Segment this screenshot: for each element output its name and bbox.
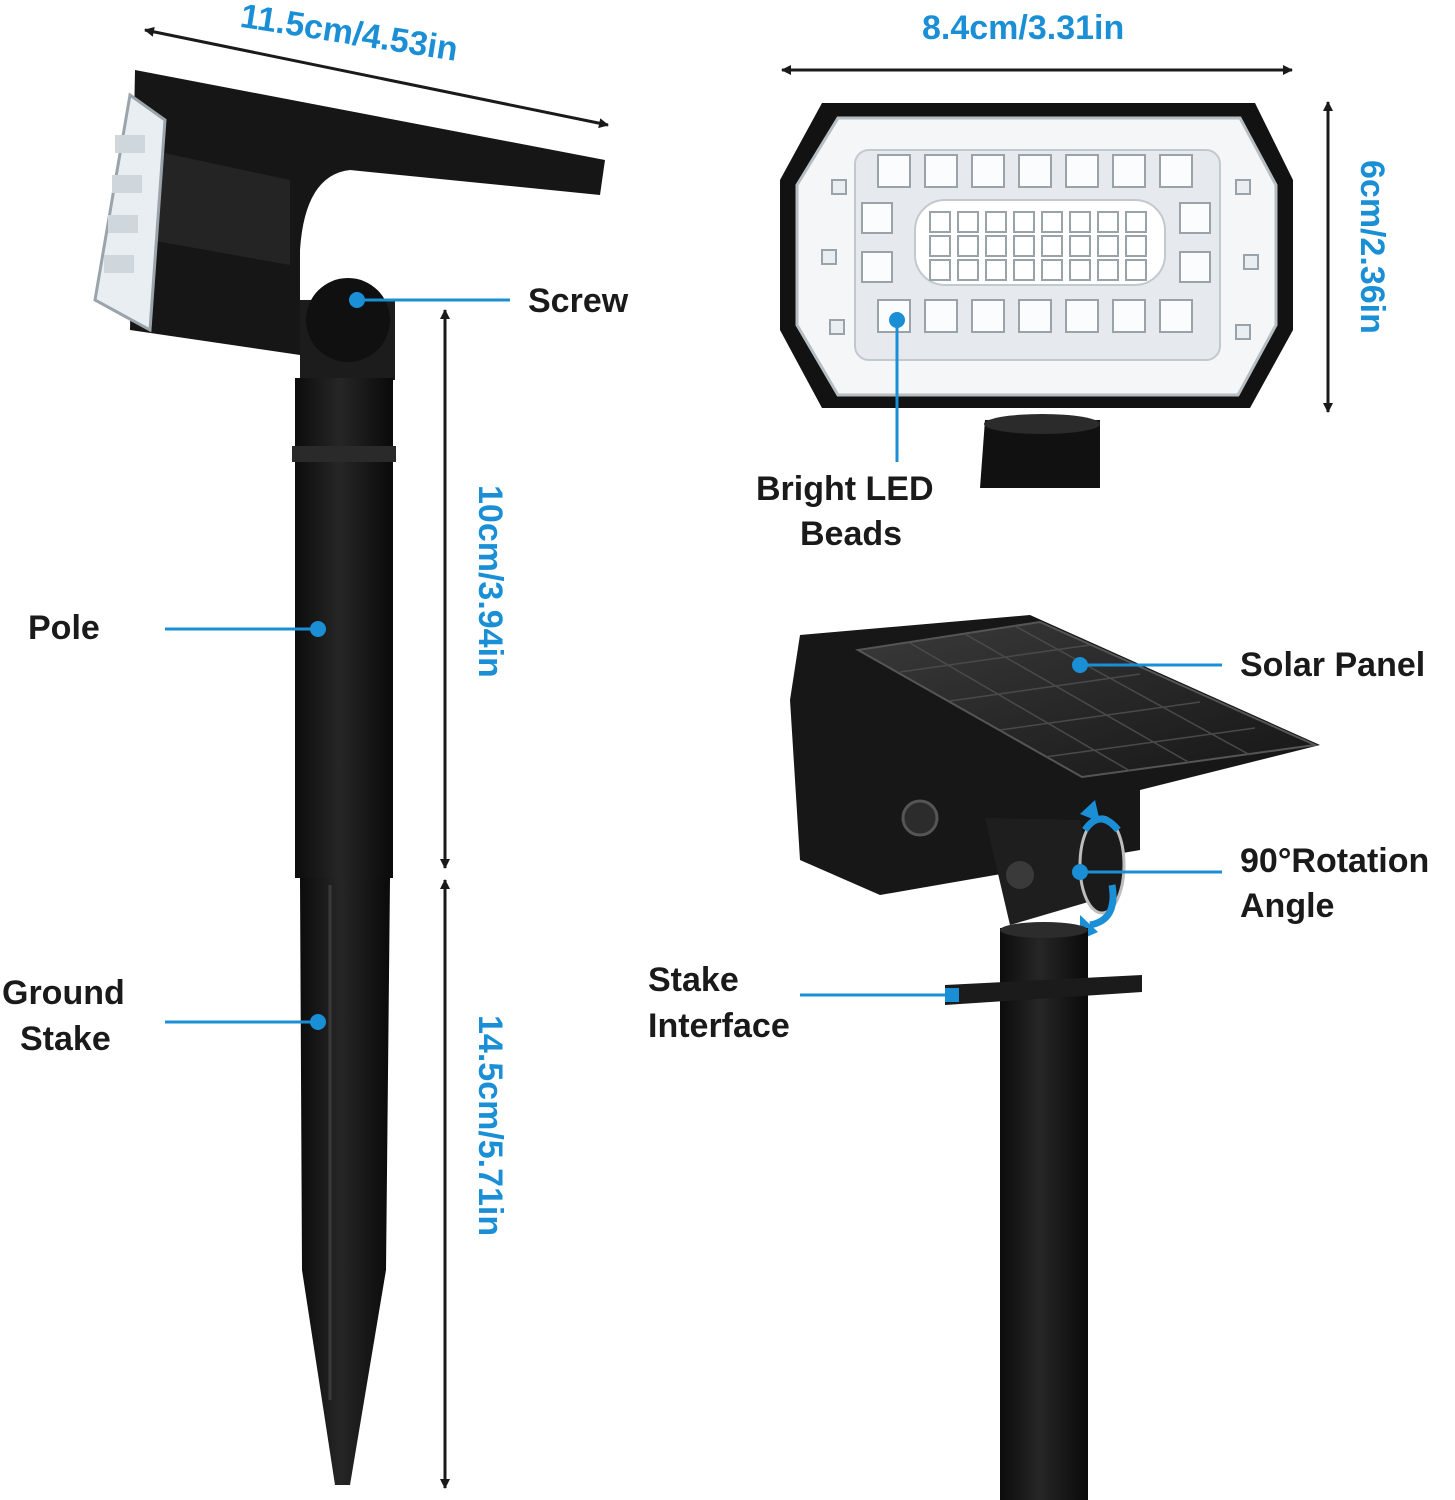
led-bead <box>1097 211 1119 233</box>
led-bead <box>1179 251 1211 283</box>
front-view-led-beads <box>821 154 1259 340</box>
led-bead <box>1112 299 1146 333</box>
callout-leaders <box>165 292 1222 1030</box>
led-bead <box>861 202 893 234</box>
led-bead <box>831 179 847 195</box>
angled-view-bracket <box>985 818 1095 925</box>
led-bead <box>1041 211 1063 233</box>
led-bead <box>861 251 893 283</box>
angled-view-light <box>790 615 1320 1500</box>
angled-view-bolt <box>1006 861 1034 889</box>
led-bead <box>1243 254 1259 270</box>
head-side-face <box>150 150 290 265</box>
ground-stake-shape <box>300 878 390 1485</box>
pole-label: Pole <box>28 609 100 647</box>
screw-label: Screw <box>528 282 629 320</box>
rotation-label-line2: Angle <box>1240 887 1335 925</box>
led-bead <box>821 249 837 265</box>
led-bead <box>929 211 951 233</box>
head-height-label: 6cm/2.36in <box>1353 160 1391 334</box>
led-bead <box>1235 179 1251 195</box>
led-bead <box>1018 299 1052 333</box>
dimension-lines <box>144 26 1333 1489</box>
led-bead <box>877 154 911 188</box>
led-bead <box>929 235 951 257</box>
led-bead <box>1013 235 1035 257</box>
rotation-arrow-up <box>1082 815 1121 833</box>
ground-stake-label-line2: Stake <box>20 1020 111 1058</box>
led-bead <box>1125 235 1147 257</box>
led-bead <box>1097 235 1119 257</box>
led-bead <box>1097 259 1119 281</box>
led-bead <box>924 154 958 188</box>
head-width-label: 8.4cm/3.31in <box>922 9 1125 47</box>
pole-length-label: 10cm/3.94in <box>471 485 509 678</box>
led-bead <box>971 154 1005 188</box>
stake-interface-label-line2: Interface <box>648 1007 790 1045</box>
led-bead <box>957 211 979 233</box>
led-bead <box>1179 202 1211 234</box>
lens-leds <box>104 135 145 273</box>
angled-view-pole <box>1000 928 1088 1500</box>
head-length-arrow <box>144 26 609 129</box>
led-bead <box>1069 259 1091 281</box>
led-bead <box>1069 235 1091 257</box>
solar-panel-label: Solar Panel <box>1240 646 1426 684</box>
led-beads-label-line2: Beads <box>800 515 903 553</box>
led-bead <box>985 211 1007 233</box>
led-bead <box>1013 259 1035 281</box>
led-bead <box>929 259 951 281</box>
led-bead <box>957 259 979 281</box>
led-bead <box>1018 154 1052 188</box>
led-bead <box>924 299 958 333</box>
front-view-neck <box>980 420 1100 488</box>
solar-panel-shape <box>855 620 1319 779</box>
led-bead <box>1013 211 1035 233</box>
led-bead <box>985 235 1007 257</box>
led-bead <box>1041 259 1063 281</box>
led-bead <box>957 235 979 257</box>
rotation-label-line1: 90°Rotation <box>1240 842 1430 880</box>
led-bead <box>1159 154 1193 188</box>
side-view-head <box>130 70 605 355</box>
led-bead <box>1235 324 1251 340</box>
led-bead <box>971 299 1005 333</box>
led-bead <box>985 259 1007 281</box>
led-bead <box>1065 154 1099 188</box>
angled-view-sensor <box>901 799 939 837</box>
led-bead <box>1065 299 1099 333</box>
stake-interface-plate <box>945 975 1142 1005</box>
led-bead <box>1112 154 1146 188</box>
stake-length-label: 14.5cm/5.71in <box>471 1015 509 1237</box>
led-beads-label-line1: Bright LED <box>756 470 934 508</box>
rotation-joint <box>1078 815 1126 915</box>
ground-stake-label-line1: Ground <box>2 974 125 1012</box>
front-view-light <box>780 103 1293 488</box>
solar-panel-grid <box>899 625 1256 772</box>
stake-interface-label-line1: Stake <box>648 961 739 999</box>
side-view-light <box>93 70 605 1485</box>
rotation-arrow-down <box>1089 884 1117 929</box>
led-bead <box>1159 299 1193 333</box>
led-bead <box>1125 211 1147 233</box>
led-bead <box>1069 211 1091 233</box>
led-bead <box>829 319 845 335</box>
screw-knob <box>306 278 390 362</box>
led-bead <box>1041 235 1063 257</box>
led-bead <box>1125 259 1147 281</box>
